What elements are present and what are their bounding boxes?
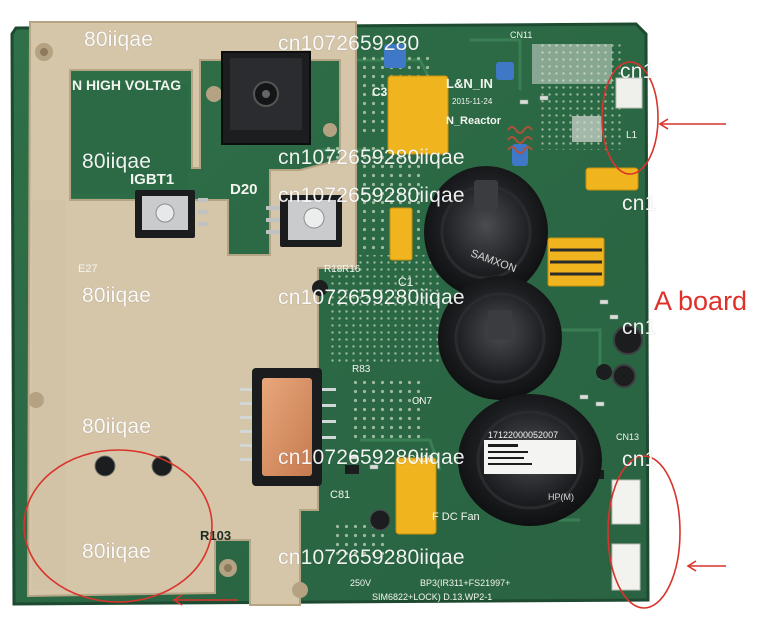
silk-c3: C3 — [372, 85, 388, 99]
silk-date: 2015-11-24 — [452, 97, 493, 106]
highlight-circle-bottom-left — [23, 449, 213, 603]
yellow-components — [387, 75, 639, 535]
a-board-label: A board — [654, 286, 748, 316]
capacitor-part-id: 17122000052007 — [488, 430, 558, 440]
power-transistors — [135, 190, 342, 247]
silk-model-2: SIM6822+LOCK) D.13.WP2-1 — [372, 592, 492, 602]
capacitor-hp: HP(M) — [548, 492, 574, 502]
arrow-top-right — [658, 118, 726, 130]
silk-r18: R18 — [324, 264, 343, 275]
inductor — [507, 116, 602, 154]
ipm-module — [240, 368, 336, 486]
silk-r83: R83 — [352, 364, 371, 375]
connectors — [532, 44, 643, 591]
silk-d20: D20 — [230, 181, 258, 198]
silk-cn13: CN13 — [616, 432, 639, 442]
silk-r16: R16 — [342, 264, 361, 275]
silk-igbt: IGBT1 — [130, 171, 174, 188]
electrolytic-capacitors — [94, 166, 643, 531]
silk-cn7: CN7 — [412, 396, 432, 407]
silk-cn10: CN10 — [408, 454, 434, 465]
silk-cn11: CN11 — [510, 30, 532, 40]
silk-c81: C81 — [330, 489, 350, 501]
silk-ln-in: L&N_IN — [446, 76, 493, 91]
highlight-circle-bottom-right — [607, 455, 681, 609]
red-annotations — [23, 61, 726, 609]
silk-c1: C1 — [398, 275, 414, 289]
silk-n-reactor: N_Reactor — [446, 115, 502, 127]
silkscreen-text: N HIGH VOLTAG IGBT1 D20 E27 R103 L&N_IN … — [72, 30, 639, 602]
silk-dc-fan: F DC Fan — [432, 511, 480, 523]
silk-voltage: 250V — [350, 578, 371, 588]
silk-e27: E27 — [78, 263, 98, 275]
silk-model-1: BP3(IR311+FS21997+ — [420, 578, 510, 588]
arrow-bottom-left — [172, 594, 238, 606]
silk-high-voltage: N HIGH VOLTAG — [72, 77, 181, 93]
silk-r103: R103 — [200, 528, 231, 543]
highlight-circle-top-right — [601, 61, 659, 175]
arrow-bottom-right — [686, 560, 726, 572]
silk-l1: L1 — [626, 130, 638, 141]
